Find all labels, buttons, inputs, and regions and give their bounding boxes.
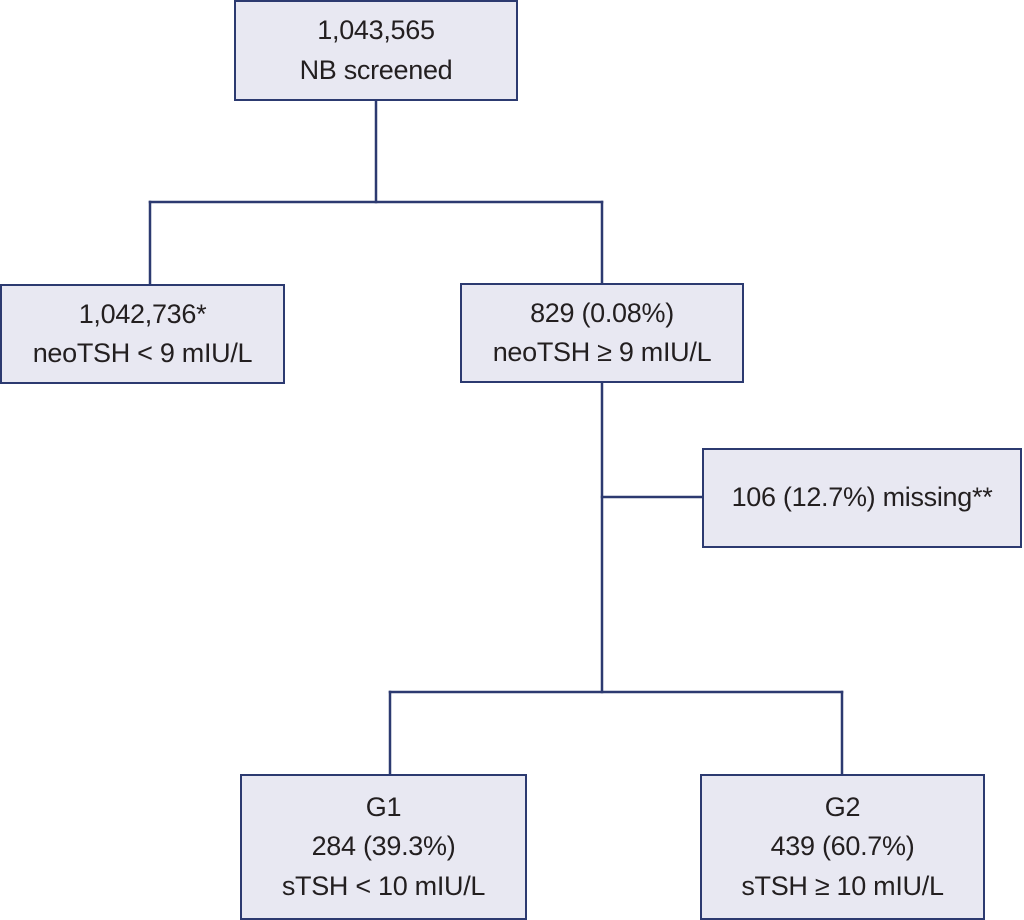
node-group-g2: G2 439 (60.7%) sTSH ≥ 10 mIU/L: [700, 774, 985, 920]
node-count: 439 (60.7%): [770, 831, 915, 862]
node-newborns-screened: 1,043,565 NB screened: [234, 0, 518, 101]
node-count: 284 (39.3%): [311, 831, 456, 862]
node-group-g1: G1 284 (39.3%) sTSH < 10 mIU/L: [240, 774, 527, 920]
node-label: neoTSH ≥ 9 mIU/L: [492, 337, 712, 367]
node-count: 1,043,565: [317, 15, 435, 46]
node-missing: 106 (12.7%) missing**: [702, 448, 1022, 548]
node-label: neoTSH < 9 mIU/L: [32, 338, 253, 368]
node-label: sTSH < 10 mIU/L: [281, 870, 486, 901]
node-neotsh-above-threshold: 829 (0.08%) neoTSH ≥ 9 mIU/L: [460, 283, 744, 383]
node-label: NB screened: [299, 54, 453, 85]
node-group-name: G2: [824, 792, 861, 823]
node-label: sTSH ≥ 10 mIU/L: [741, 870, 944, 901]
node-count: 1,042,736*: [78, 298, 207, 329]
node-neotsh-below-threshold: 1,042,736* neoTSH < 9 mIU/L: [0, 284, 285, 384]
node-label: 106 (12.7%) missing**: [731, 482, 993, 513]
node-group-name: G1: [365, 792, 402, 823]
node-count: 829 (0.08%): [530, 297, 674, 328]
